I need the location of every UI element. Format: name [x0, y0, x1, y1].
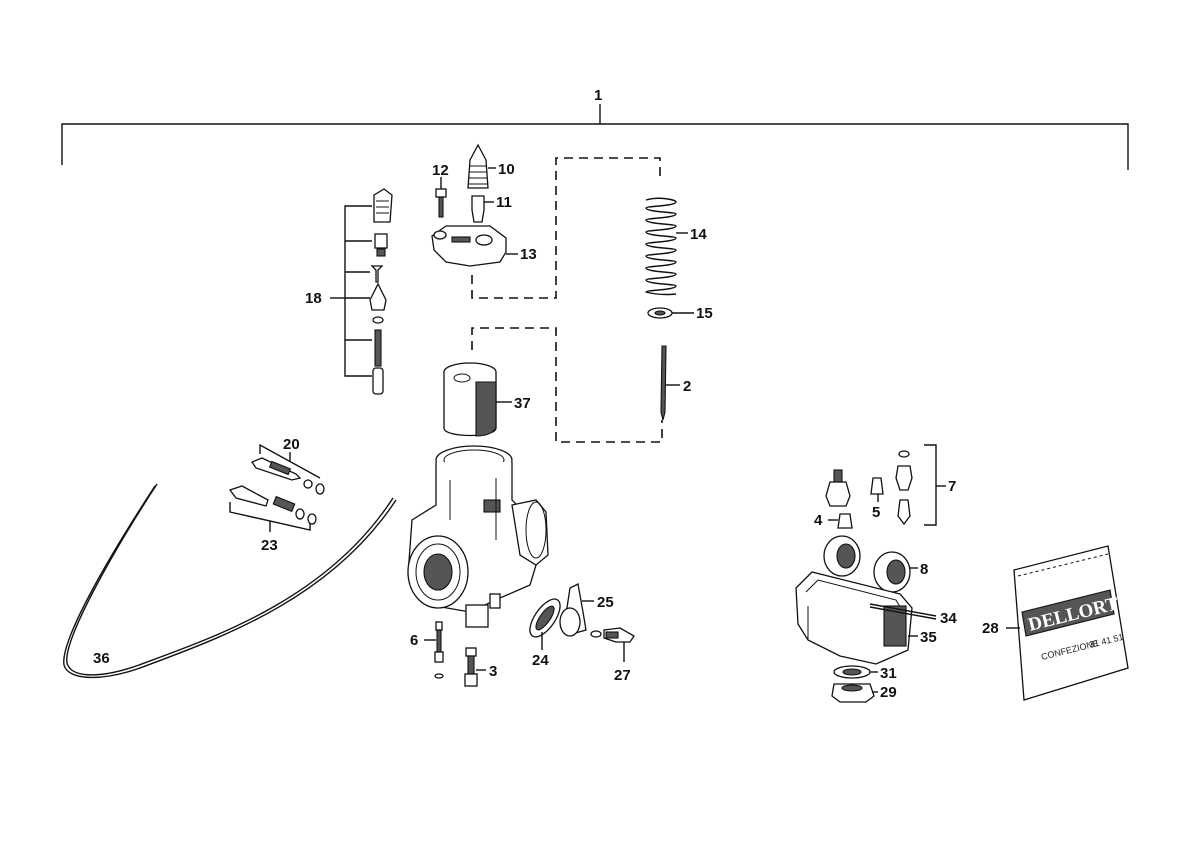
part-5-jet — [870, 477, 884, 502]
callout-1: 1 — [594, 87, 602, 104]
part-28-gasket-kit-bag: DELLORTO CONFEZIONE 31 41 51 — [1006, 545, 1135, 701]
callout-15: 15 — [696, 305, 713, 322]
dashed-group-lines — [471, 157, 663, 443]
callout-12: 12 — [432, 162, 449, 179]
part-6-jet-holder — [424, 621, 444, 679]
callout-25: 25 — [597, 594, 614, 611]
part-11-cable-adjuster — [471, 195, 494, 223]
part-12-screw — [435, 177, 447, 218]
callout-13: 13 — [520, 246, 537, 263]
part-23-air-screw-set — [228, 485, 317, 532]
callout-28: 28 — [982, 620, 999, 637]
part-7-needle-valve-set — [895, 444, 946, 526]
part-29-drain-plug — [831, 683, 878, 703]
callout-29: 29 — [880, 684, 897, 701]
callout-27: 27 — [614, 667, 631, 684]
callout-20: 20 — [283, 436, 300, 453]
carburetor-body — [407, 445, 549, 628]
part-25-banjo-fitting — [559, 583, 594, 637]
callout-10: 10 — [498, 161, 515, 178]
callout-11: 11 — [496, 194, 512, 211]
callout-3: 3 — [489, 663, 497, 680]
part-8-floats — [823, 535, 918, 593]
callout-36: 36 — [93, 650, 110, 667]
callout-14: 14 — [690, 226, 707, 243]
part-15-needle-clip — [647, 307, 694, 319]
part-24-filter-disc — [529, 598, 561, 650]
callout-37: 37 — [514, 395, 531, 412]
callout-6: 6 — [410, 632, 418, 649]
callout-5: 5 — [872, 504, 880, 521]
callout-24: 24 — [532, 652, 549, 669]
assembly-bracket — [61, 104, 1129, 170]
callout-35: 35 — [920, 629, 937, 646]
part-18-choke-assembly — [330, 188, 393, 395]
part-4-jet — [825, 469, 853, 529]
part-13-top-cover — [431, 225, 518, 267]
callout-8: 8 — [920, 561, 928, 578]
part-36-cable — [63, 483, 397, 679]
part-31-gasket — [833, 665, 878, 679]
part-14-spring — [645, 197, 688, 296]
part-2-needle — [660, 345, 680, 421]
part-34-float-pin — [869, 603, 937, 620]
part-27-banjo-bolt — [590, 627, 635, 662]
callout-34: 34 — [940, 610, 957, 627]
part-10-rubber-boot — [467, 143, 496, 189]
callout-7: 7 — [948, 478, 956, 495]
part-3-screw — [464, 647, 486, 687]
callout-31: 31 — [880, 665, 897, 682]
part-35-float-bowl — [795, 571, 918, 665]
callout-4: 4 — [814, 512, 823, 529]
part-20-idle-screw-set — [251, 443, 325, 495]
callout-18: 18 — [305, 290, 322, 307]
callout-2: 2 — [683, 378, 691, 395]
callout-23: 23 — [261, 537, 278, 554]
part-37-throttle-slide — [443, 362, 512, 437]
